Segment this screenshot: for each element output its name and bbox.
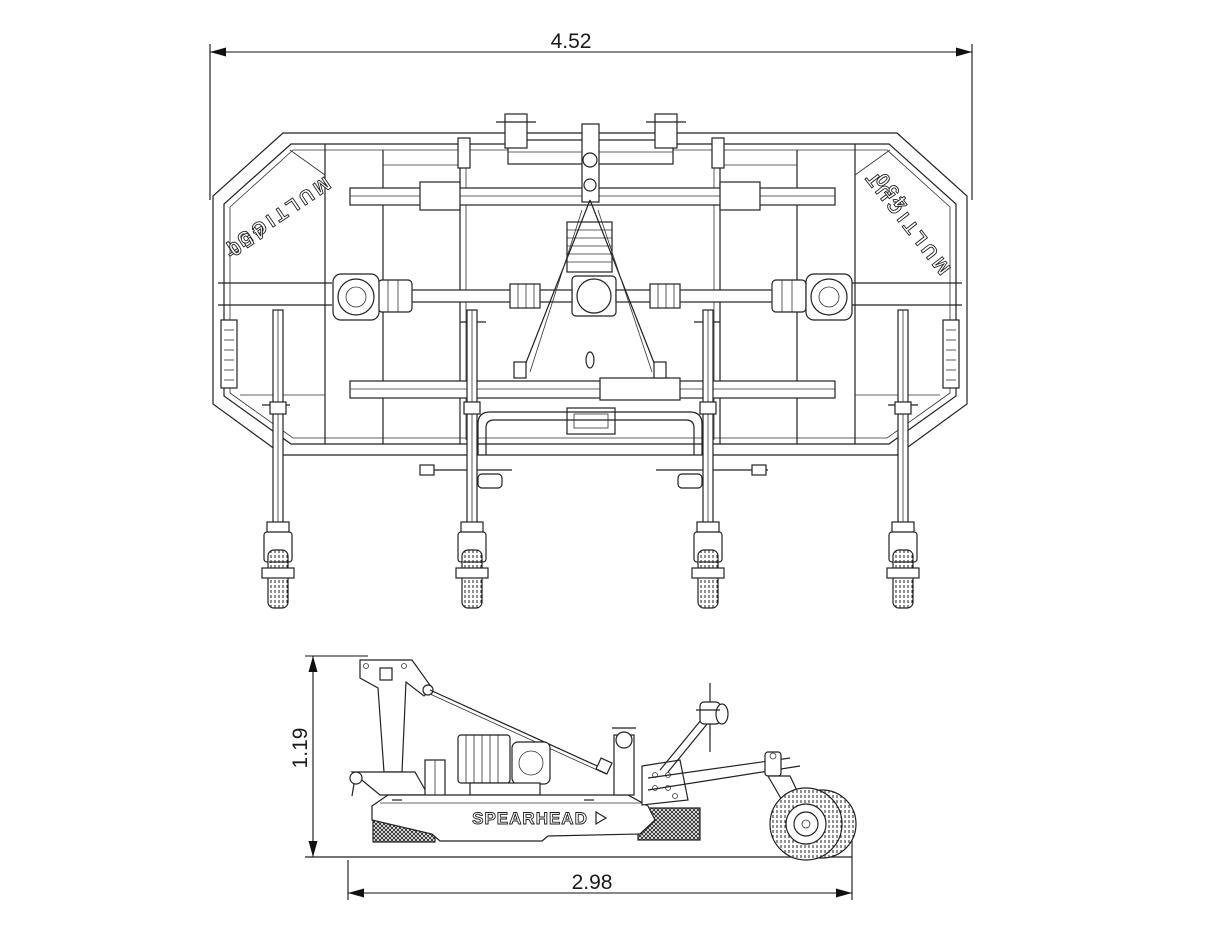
deck-outline-part (223, 143, 957, 445)
width-dimension-part (210, 47, 226, 57)
deck-outline-part (229, 149, 951, 439)
side-rear-frame-part (615, 731, 633, 749)
hitch-tower-part (359, 659, 433, 773)
height-dimension: 1.19 (289, 655, 368, 857)
drive-shafts-part (509, 283, 541, 309)
lift-cables-part (589, 199, 661, 379)
lift-cables-part (653, 361, 667, 379)
hitch-tower-part (379, 667, 393, 681)
rear-frame-part (677, 473, 703, 489)
headstock-part (582, 152, 598, 168)
hitch-tower (349, 659, 446, 799)
rear-frame-part (573, 413, 609, 429)
headstock-part (654, 113, 678, 149)
headstock (457, 113, 725, 203)
rear-frame (419, 407, 768, 489)
drive-shafts-part (771, 279, 807, 313)
rear-frame-part (485, 419, 695, 455)
deck-panels-part (289, 149, 326, 176)
side-deck: SPEARHEAD (371, 794, 701, 843)
right-gearbox-part (810, 278, 848, 316)
drive-shafts-part (377, 279, 413, 313)
headstock-part (711, 137, 725, 169)
drive-shafts-part (649, 283, 681, 309)
rear-frame-part (477, 473, 503, 489)
length-dimension-part (836, 888, 852, 898)
side-motor (457, 734, 551, 796)
length-dimension-part (348, 888, 364, 898)
width-dimension-label: 4.52 (551, 30, 592, 53)
side-deck-part (371, 794, 656, 842)
width-dimension: 4.52 (209, 30, 973, 200)
rear-frame-part (751, 464, 767, 476)
drive-shafts (377, 279, 809, 313)
side-wheel (769, 787, 857, 861)
rear-frame-part (477, 411, 703, 455)
lift-cables-part (513, 361, 527, 379)
brand-label: SPEARHEAD (472, 809, 588, 828)
lift-cables-part (519, 199, 591, 379)
hitch-tower-part (422, 684, 434, 696)
deck-panels-part (854, 149, 891, 176)
headstock-part (457, 137, 471, 169)
side-rear-frame-part (667, 717, 713, 773)
cross-beams-part (349, 380, 836, 399)
hitch-tower-part (363, 663, 369, 669)
right-skid-plate-part (942, 319, 960, 389)
right-skid-plate (942, 319, 960, 389)
side-lift-cable-part (429, 693, 607, 775)
length-dimension: 2.98 (347, 840, 853, 900)
side-motor-part (511, 741, 551, 785)
headstock-part (504, 113, 528, 149)
right-gearbox (805, 273, 853, 321)
centre-gearbox-part (576, 278, 612, 314)
side-motor-part (518, 750, 544, 776)
headstock-part (583, 178, 597, 192)
left-gearbox-part (345, 286, 367, 308)
hitch-tower-part (349, 771, 363, 785)
hitch-tower-part (401, 663, 407, 669)
side-rear-frame-part (665, 785, 671, 791)
side-rear-frame-part (764, 751, 782, 777)
hitch-tower-part (351, 783, 355, 797)
left-skid-plate-part (220, 319, 238, 389)
side-deck-part (595, 810, 608, 826)
side-rear-frame-part (659, 713, 707, 771)
cross-beams-part (419, 181, 461, 211)
right-gearbox-part (818, 286, 840, 308)
left-gearbox-part (337, 278, 375, 316)
hitch-tower-part (350, 771, 430, 796)
left-gearbox (332, 273, 380, 321)
height-dimension-part (308, 656, 318, 672)
lift-cables-part (585, 351, 595, 369)
lift-cables-part (529, 209, 583, 373)
side-rear-frame-part (715, 703, 729, 725)
centre-gearbox (566, 221, 617, 317)
side-view: 1.19 2.98 (289, 655, 857, 900)
side-lift-cable-part (595, 757, 613, 775)
width-dimension-part (956, 47, 972, 57)
cross-beams-part (599, 377, 681, 401)
cross-beams-part (719, 181, 761, 211)
left-skid-plate (220, 319, 238, 389)
height-dimension-label: 1.19 (289, 728, 312, 769)
side-lift-cable (429, 689, 613, 775)
wheel-assemblies (261, 309, 920, 609)
length-dimension-label: 2.98 (572, 871, 613, 894)
side-rear-frame (612, 683, 813, 829)
side-rear-frame-part (769, 752, 777, 760)
top-view: 4.52 (209, 30, 973, 609)
centre-gearbox-part (566, 221, 613, 273)
side-lift-cable-part (429, 689, 607, 771)
height-dimension-part (308, 841, 318, 857)
rear-frame-part (419, 464, 435, 476)
side-wheel-part (793, 811, 819, 837)
lift-cables (513, 199, 667, 379)
side-wheel-part (801, 819, 811, 829)
side-rear-frame-part (641, 759, 689, 806)
side-motor-part (469, 782, 541, 796)
lift-cables-part (597, 209, 653, 373)
side-rear-frame-part (672, 793, 678, 799)
